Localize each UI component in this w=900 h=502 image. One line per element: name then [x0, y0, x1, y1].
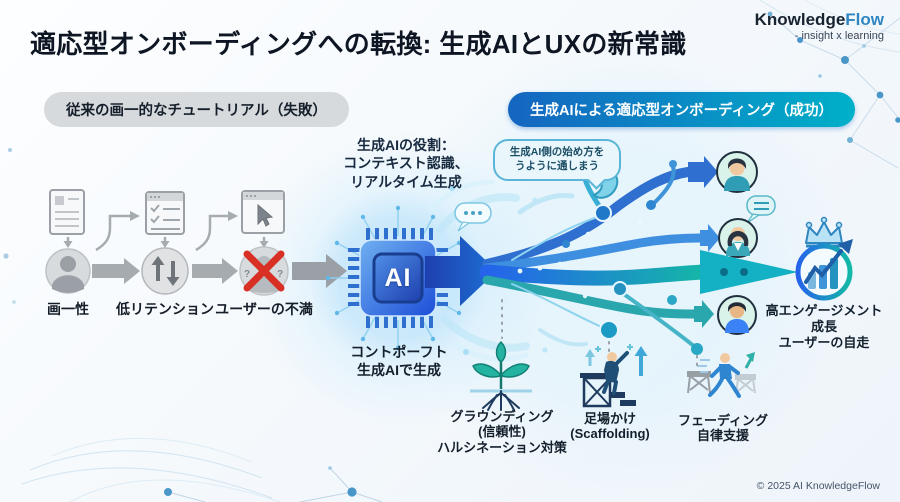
frustration-icon: ? ?: [239, 246, 289, 296]
speech-bubble-line2: うように通しまう: [515, 159, 599, 172]
scaffolding-line1: 足場かけ: [583, 411, 636, 426]
fading-line1: フェーディング: [677, 413, 769, 428]
svg-text:?: ?: [277, 269, 283, 280]
background-network-decoration: [3, 0, 900, 502]
grounding-label: グラウンディング (信頼性) ハルシネーション対策: [430, 409, 574, 455]
elbow-connector-arrows: [95, 214, 230, 252]
ai-role-text: 生成AIの役割： コンテキスト認識、 リアルタイム生成: [300, 136, 512, 191]
message-bubble-icon: [746, 195, 776, 224]
grounding-line2: (信頼性): [478, 424, 526, 440]
svg-text:?: ?: [244, 269, 250, 280]
grounding-line1: グラウンディング: [450, 409, 554, 424]
ellipsis-bubble-icon: [454, 202, 492, 232]
avatar-user-1: [716, 151, 758, 193]
outcome-line2: 成長: [810, 318, 837, 334]
red-x-icon: [243, 250, 285, 292]
gray-flow-arrows: [92, 254, 347, 288]
scaffolding-label: 足場かけ (Scaffolding): [546, 411, 674, 442]
scaffolding-icon: [580, 344, 648, 408]
grounding-line3: ハルシネーション対策: [437, 439, 567, 455]
fading-line2: 自律支援: [696, 428, 749, 444]
chip-caption: コントポーフト 生成AIで生成: [326, 343, 472, 380]
ai-role-line1: 生成AIの役割：: [357, 137, 455, 153]
chip-caption-line2: 生成AIで生成: [357, 362, 441, 379]
browser-cursor-icon: [241, 190, 285, 234]
grounding-plant-icon: [470, 340, 532, 411]
page-title: 適応型オンボーディングへの転換: 生成AIとUXの新常識: [30, 29, 687, 59]
fading-walker-icon: [687, 352, 756, 398]
dotted-connectors: [501, 299, 698, 367]
brand-name-flow: Flow: [845, 10, 884, 29]
outcome-line1: 高エンゲージメント: [765, 303, 883, 318]
document-icon: [49, 189, 85, 235]
legacy-flow-graphics: ? ?: [45, 189, 347, 296]
user-icon: [45, 248, 91, 294]
ai-speech-bubble: 生成AI側の始め方を うように通しまう: [493, 139, 621, 182]
copyright-text: © 2025 AI KnowledgeFlow: [756, 480, 880, 492]
brand-name-knowledge: Knowledge: [754, 10, 846, 29]
growth-trophy-icon: [795, 216, 853, 301]
main-arrow: [425, 236, 497, 306]
down-arrows: [63, 237, 269, 248]
ai-role-line3: リアルタイム生成: [350, 173, 462, 190]
brand-tagline: - insight x learning: [794, 29, 884, 42]
legacy-badge: 従来の画一的なチュートリアル（失敗）: [44, 92, 349, 127]
retention-arrows-icon: [141, 247, 189, 295]
outcome-line3: ユーザーの自走: [778, 334, 870, 350]
chip-ai-label: AI: [384, 263, 412, 292]
adaptive-badge: 生成AIによる適応型オンボーディング（成功）: [508, 92, 856, 127]
avatar-user-2: [718, 218, 758, 258]
checklist-icon: [145, 191, 185, 235]
fading-label: フェーディング 自律支援: [659, 413, 787, 444]
brand-name: KnowledgeFlow: [755, 10, 884, 30]
speech-bubble-line1: 生成AI側の始め方を: [509, 146, 605, 158]
avatar-user-3: [717, 295, 757, 335]
ai-role-line2: コンテキスト認識、: [343, 155, 469, 172]
scaffolding-line2: (Scaffolding): [570, 426, 650, 442]
outcome-text: 高エンゲージメント 成長 ユーザーの自走: [760, 303, 888, 351]
chip-caption-line1: コントポーフト: [350, 344, 448, 360]
step-label-uniformity: 画一性: [47, 301, 89, 317]
step-label-retention: 低リテンション: [116, 301, 214, 317]
brand-logo: KnowledgeFlow - insight x learning: [755, 10, 884, 42]
step-label-frustration: ユーザーの不満: [215, 301, 313, 317]
